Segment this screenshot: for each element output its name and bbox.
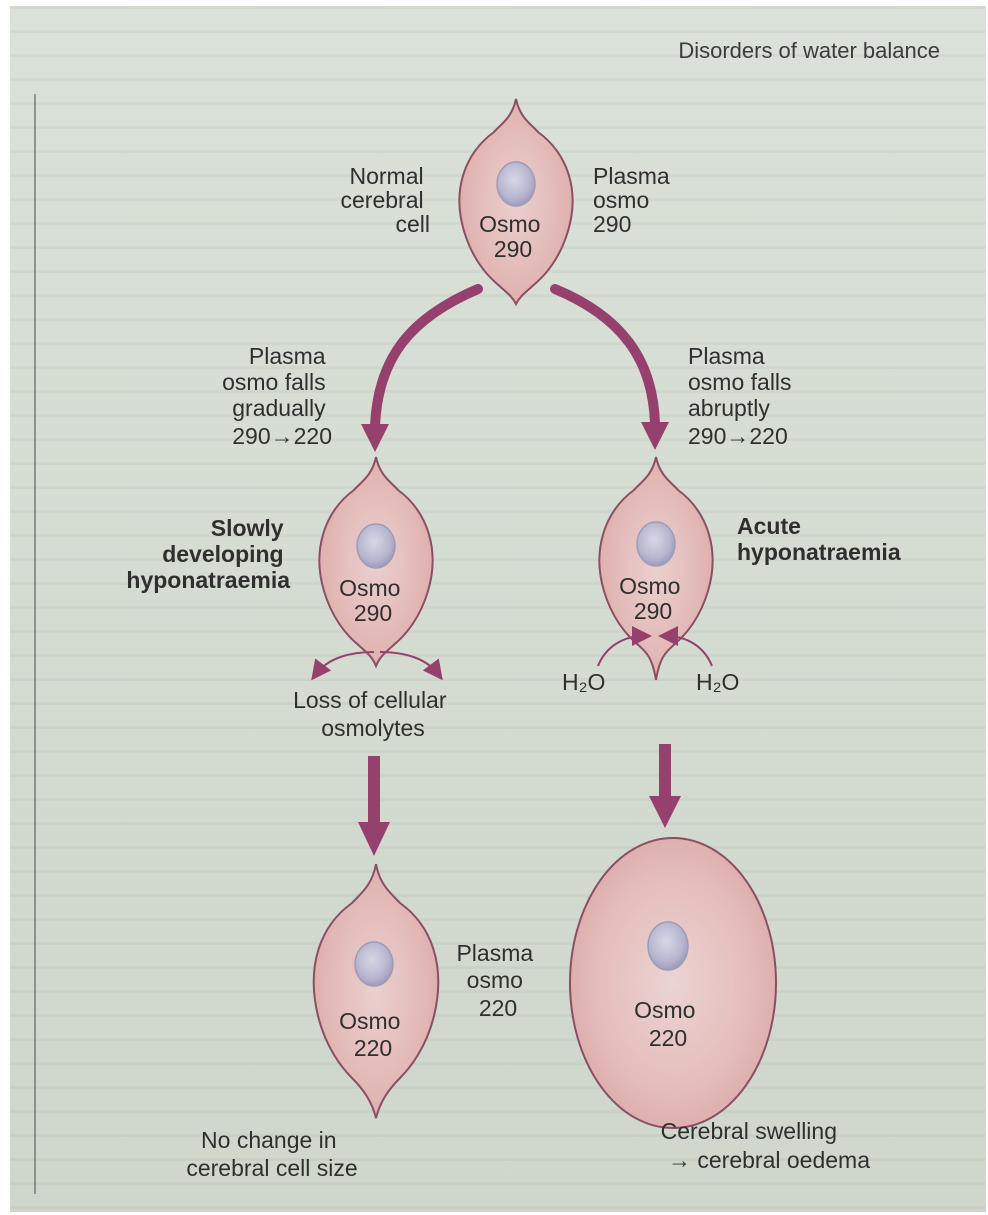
top-plasma-osmo: Plasma osmo 290 [593, 163, 676, 237]
slowly-developing-cell [319, 457, 432, 666]
gradual-fall-note: Plasma osmo falls gradually 290→220 [222, 343, 332, 449]
left-down-arrowhead [358, 822, 390, 856]
final-plasma-osmo: Plasma osmo 220 [456, 940, 539, 1021]
osmolyte-loss-arrow-left [316, 652, 374, 674]
textbook-page: Disorders of water balance Normal cerebr… [10, 6, 986, 1212]
nucleus-icon [357, 524, 395, 568]
osmolyte-loss-arrow-right [380, 652, 438, 674]
nucleus-icon [355, 942, 393, 986]
abrupt-fall-arrowhead [641, 422, 669, 450]
abrupt-fall-arrow [555, 289, 655, 424]
normal-cell-label: Normal cerebral cell [341, 163, 431, 237]
normal-cerebral-cell [459, 99, 572, 304]
slowly-developing-label: Slowly developing hyponatraemia [126, 515, 290, 593]
no-change-outcome: No change in cerebral cell size [186, 1127, 357, 1181]
water-balance-diagram: Disorders of water balance Normal cerebr… [10, 6, 986, 1212]
left-down-arrow-shaft [368, 756, 380, 824]
acute-hyponatraemia-cell [599, 457, 712, 680]
nucleus-icon [497, 162, 535, 206]
nucleus-icon [648, 922, 688, 970]
right-down-arrow-shaft [659, 744, 671, 798]
acute-hyponatraemia-label: Acute hyponatraemia [737, 513, 901, 565]
running-header: Disorders of water balance [678, 38, 940, 63]
right-down-arrowhead [649, 796, 681, 828]
swollen-cell [570, 838, 776, 1128]
water-right-label: H₂O [696, 669, 739, 695]
cerebral-oedema-outcome: Cerebral swelling → cerebral oedema [661, 1118, 871, 1173]
unchanged-cell [314, 864, 439, 1118]
gradual-fall-arrowhead [361, 424, 389, 452]
nucleus-icon [637, 522, 675, 566]
water-left-label: H₂O [562, 669, 605, 695]
abrupt-fall-note: Plasma osmo falls abruptly 290→220 [688, 343, 798, 449]
osmolyte-loss-note: Loss of cellular osmolytes [293, 687, 453, 741]
gradual-fall-arrow [375, 289, 478, 426]
